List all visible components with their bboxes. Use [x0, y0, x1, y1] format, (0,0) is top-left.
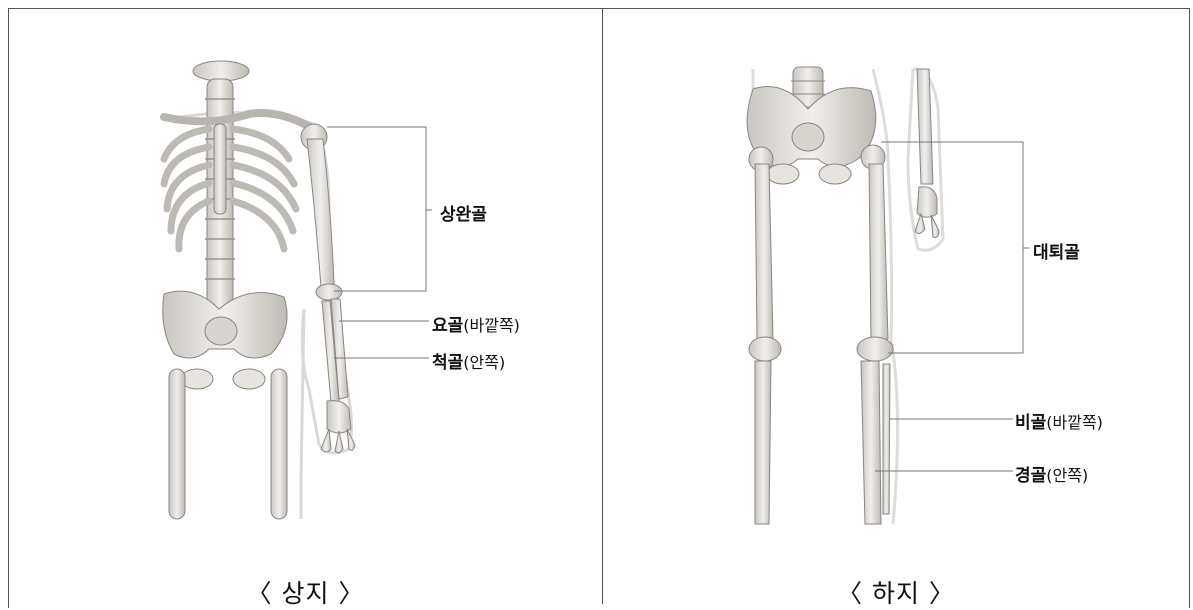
- humerus-bone: [301, 124, 342, 300]
- label-tibia: 경골(안쪽): [1015, 461, 1088, 486]
- label-ulna: 척골(안쪽): [432, 348, 505, 373]
- left-leg-bones: [749, 147, 781, 524]
- upper-limb-caption: 〈 상지 〉: [9, 574, 602, 610]
- lower-limb-panel: 대퇴골 비골(바깥쪽) 경골(안쪽) 〈 하지 〉: [603, 9, 1189, 604]
- lower-skeleton-illustration: [603, 9, 1189, 569]
- label-femur: 대퇴골: [1033, 238, 1080, 263]
- tibia-fibula-bones: [861, 361, 890, 524]
- upper-limb-panel: 상완골 요골(바깥쪽) 척골(안쪽) 〈 상지 〉: [9, 9, 602, 604]
- label-radius: 요골(바깥쪽): [432, 311, 520, 336]
- forearm-bones: [322, 299, 348, 402]
- lower-limb-caption: 〈 하지 〉: [603, 574, 1189, 610]
- label-humerus: 상완골: [440, 200, 487, 225]
- leader-lines: [327, 127, 432, 358]
- upper-skeleton-illustration: [9, 9, 602, 569]
- label-fibula: 비골(바깥쪽): [1015, 408, 1103, 433]
